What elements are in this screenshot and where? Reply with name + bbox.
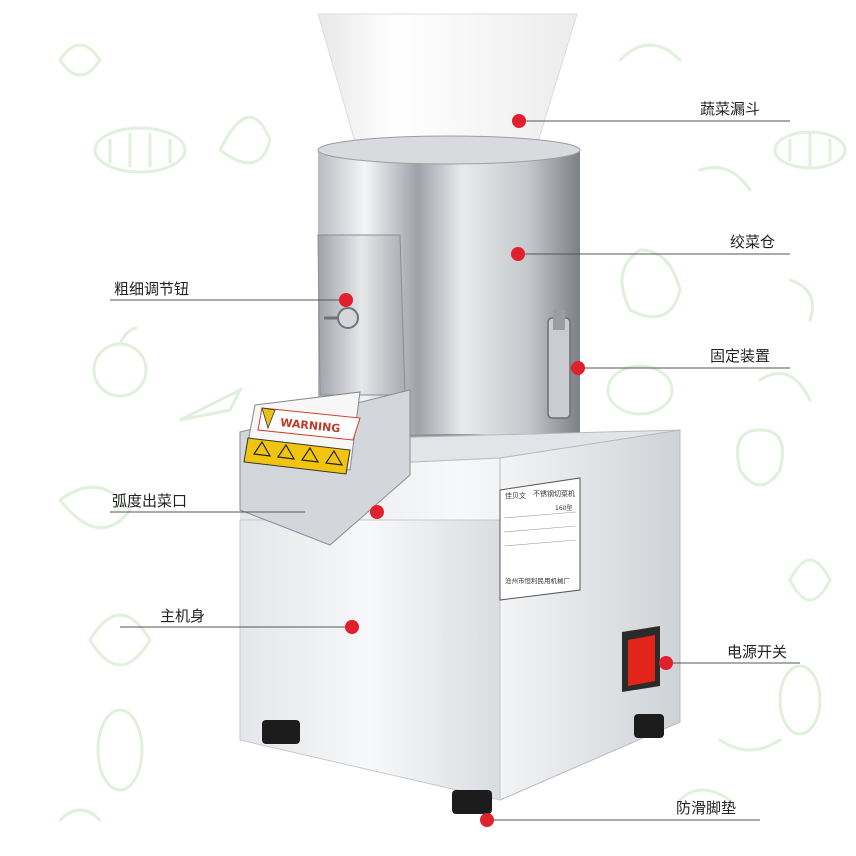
foot-right — [634, 714, 664, 738]
foot-left — [262, 720, 300, 744]
warning-triangle-icon — [261, 407, 276, 430]
plate-brand: 佳贝文 — [505, 491, 526, 500]
warning-triangle-icon — [300, 446, 320, 463]
hopper-funnel — [317, 13, 578, 153]
clamp-latch[interactable] — [547, 317, 571, 419]
callout-dot-hopper — [512, 114, 526, 128]
adjustment-knob[interactable] — [337, 307, 359, 329]
plate-title: 不锈钢切菜机 — [533, 489, 575, 498]
callout-dot-clamp — [571, 361, 585, 375]
foot-front — [452, 790, 492, 814]
label-body: 主机身 — [160, 607, 206, 625]
warning-label-text: WARNING — [280, 416, 341, 435]
label-feet: 防滑脚垫 — [676, 799, 737, 817]
callout-dot-body — [345, 620, 359, 634]
callout-dot-switch — [659, 656, 673, 670]
warning-triangle-icon — [324, 449, 344, 466]
label-knob: 粗细调节钮 — [114, 280, 190, 298]
plate-model: 160型 — [555, 504, 572, 512]
adjustment-shield — [317, 234, 406, 396]
name-plate — [499, 477, 581, 601]
callout-dot-knob — [339, 293, 353, 307]
label-chamber: 绞菜仓 — [730, 233, 776, 251]
callout-dot-outlet — [370, 505, 384, 519]
label-outlet: 弧度出菜口 — [112, 492, 188, 510]
vegetable-doodle-icon — [58, 43, 847, 822]
warning-triangle-icon — [252, 440, 272, 457]
plate-maker: 沧州市恒利民用机械厂 — [505, 576, 571, 585]
label-hopper: 蔬菜漏斗 — [700, 100, 761, 118]
callout-dot-feet — [480, 813, 494, 827]
callout-dot-chamber — [511, 247, 525, 261]
power-switch[interactable] — [628, 635, 655, 686]
label-switch: 电源开关 — [727, 643, 788, 661]
warning-triangle-icon — [276, 443, 296, 460]
label-clamp: 固定装置 — [710, 347, 771, 365]
